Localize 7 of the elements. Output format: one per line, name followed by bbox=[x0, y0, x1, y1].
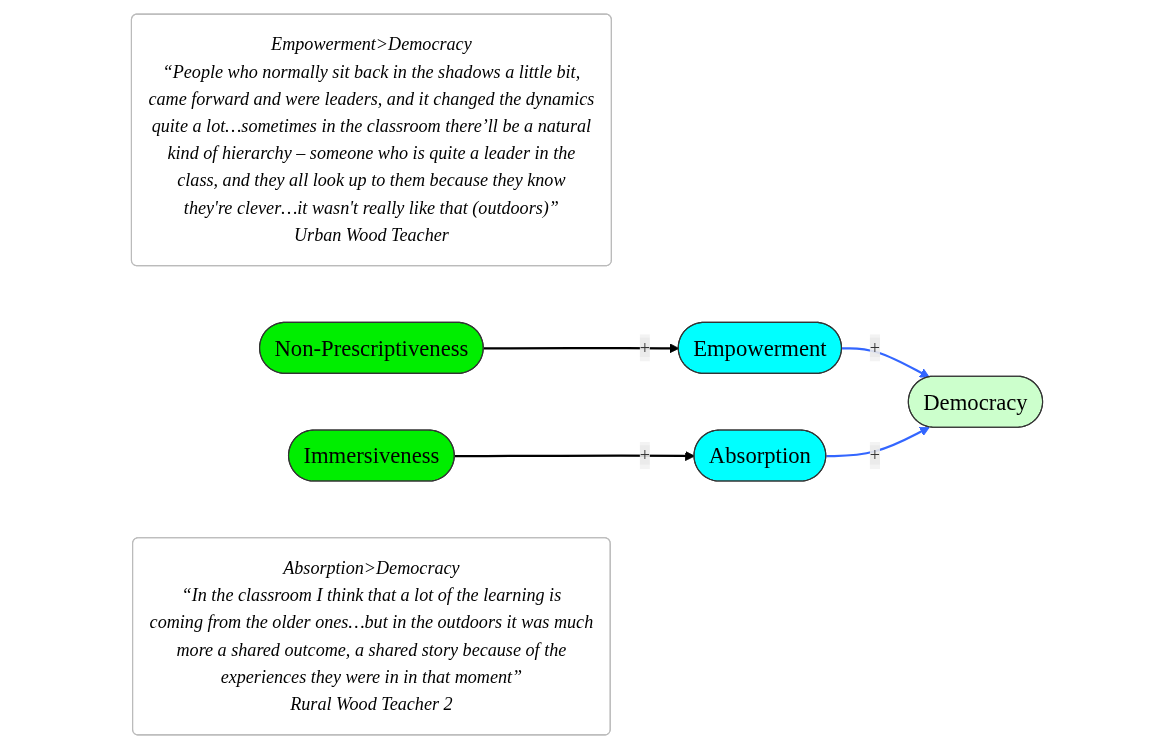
arrow bbox=[454, 451, 695, 461]
edge-label: + bbox=[639, 337, 650, 357]
edge-label: + bbox=[869, 337, 881, 357]
edge-label: + bbox=[639, 445, 650, 465]
arrow bbox=[826, 426, 930, 458]
arrow bbox=[842, 347, 930, 378]
edge-label: + bbox=[869, 445, 881, 465]
